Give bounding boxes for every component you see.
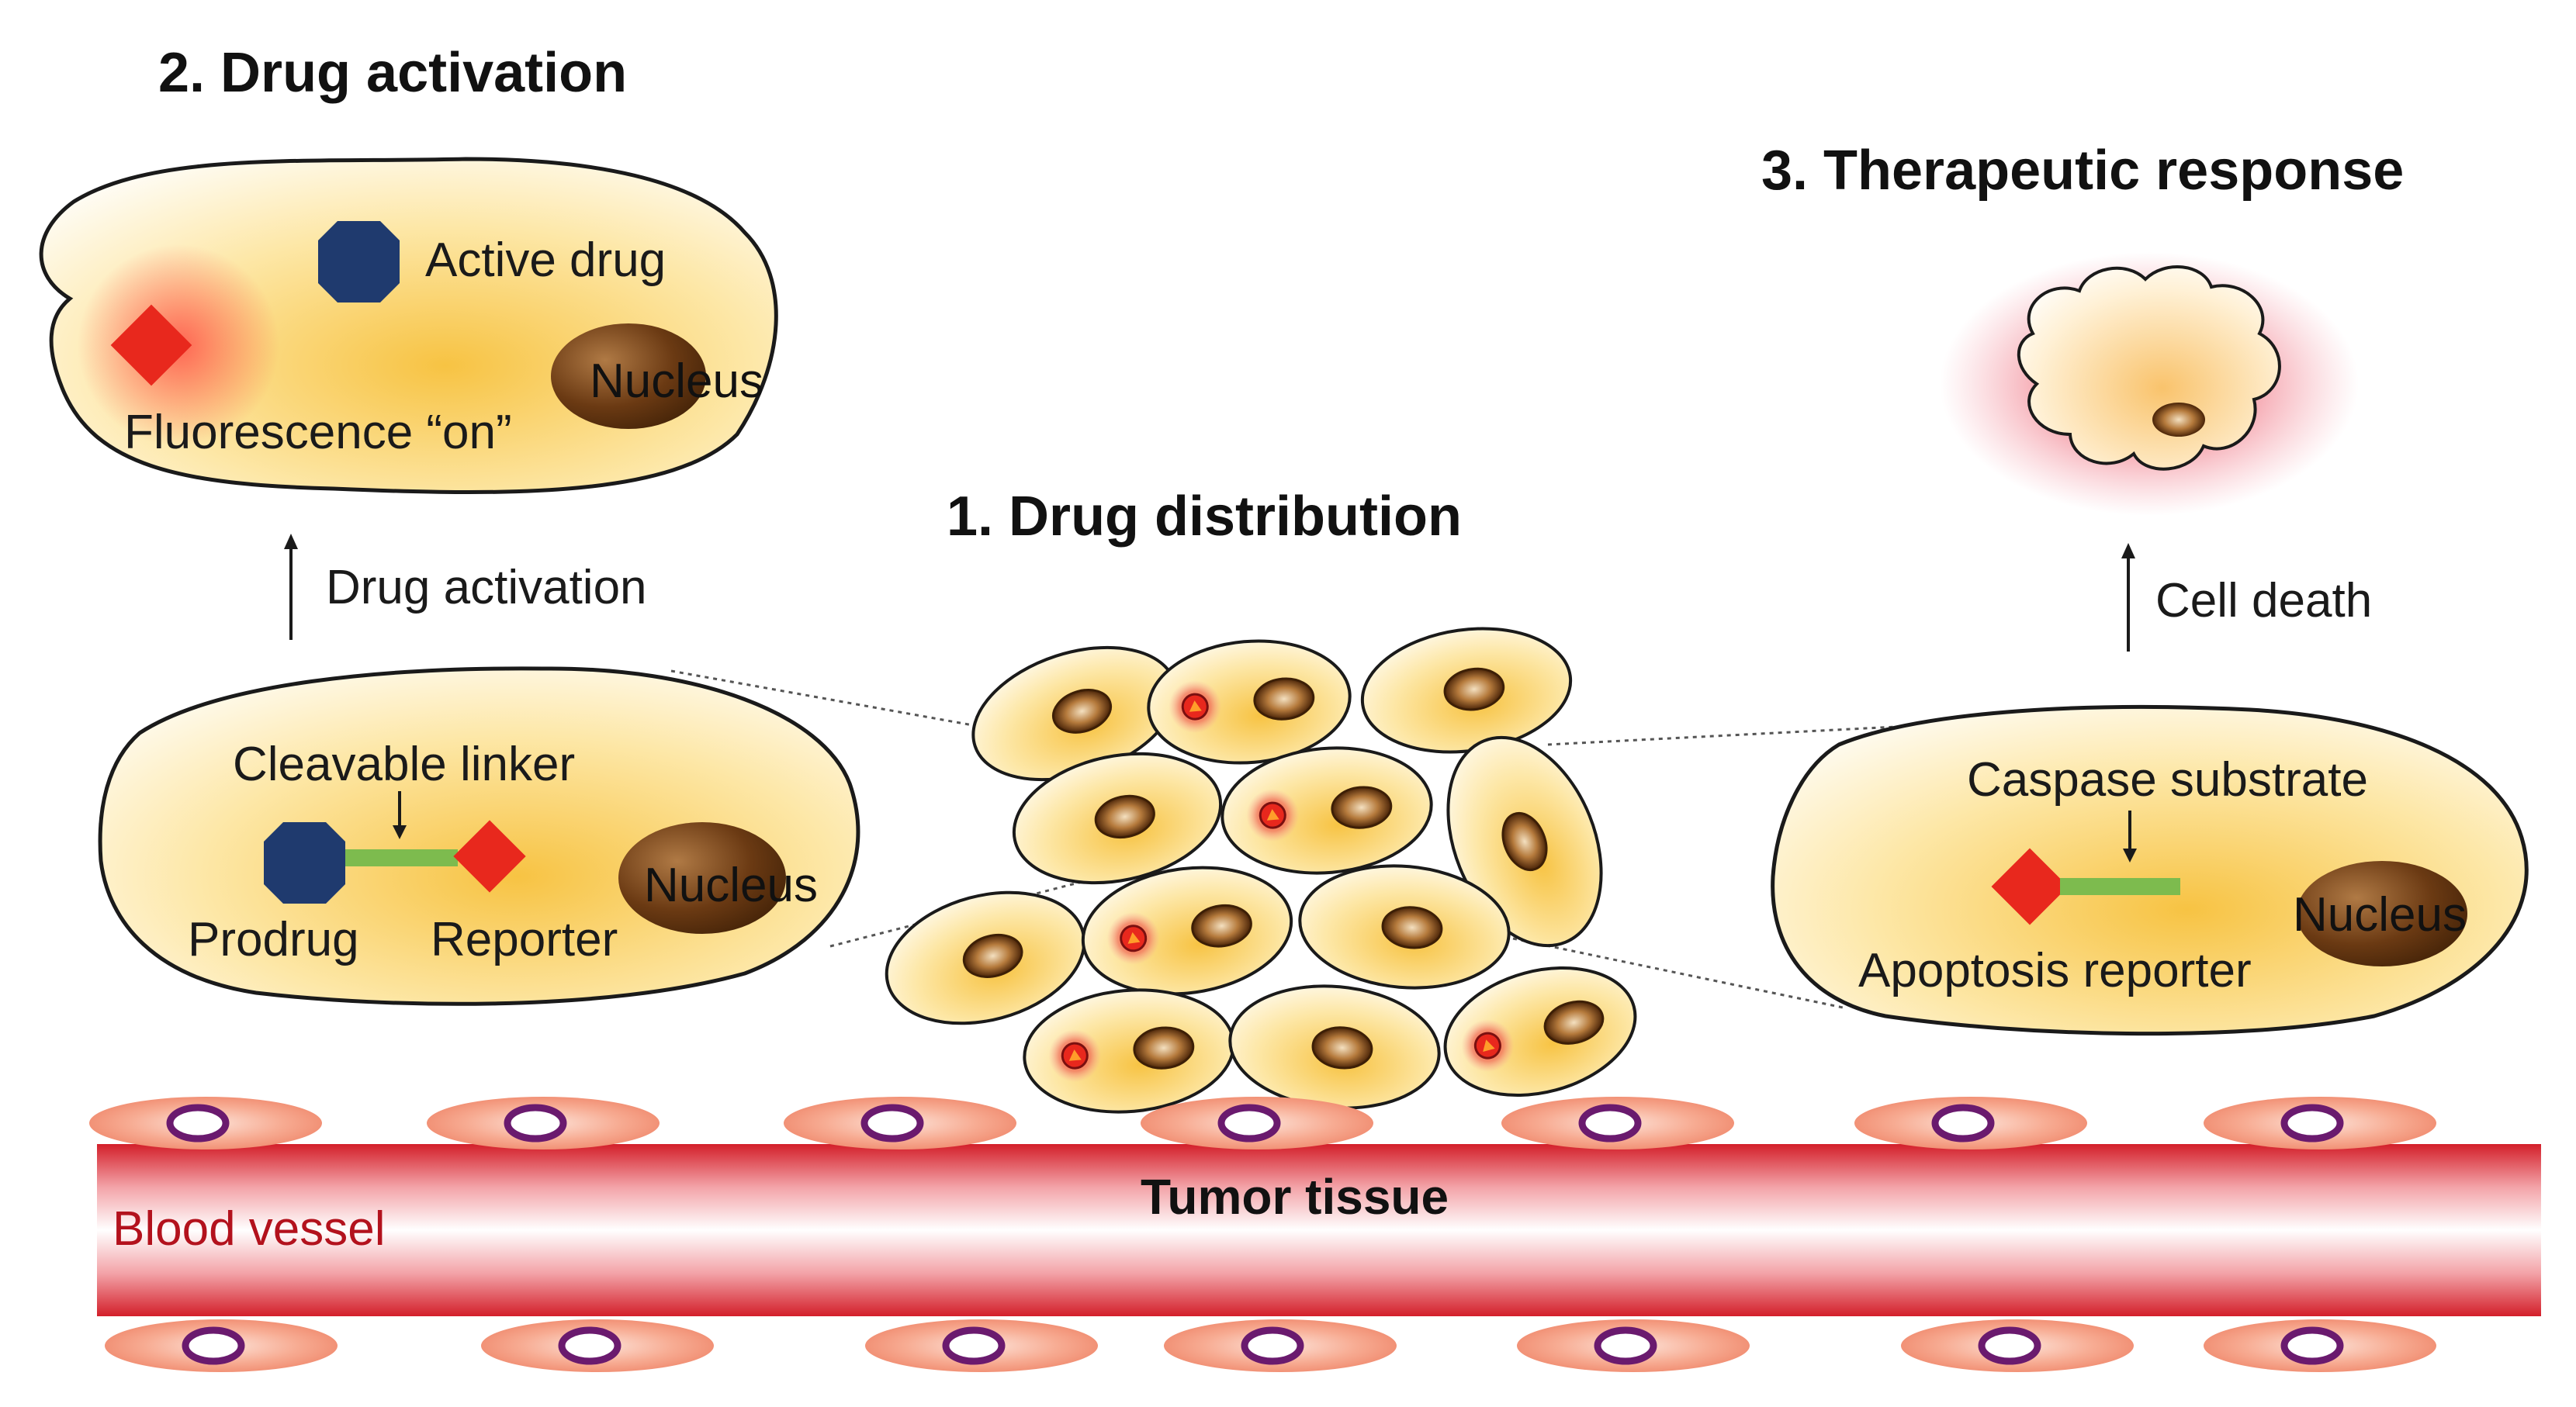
reporter-label: Reporter xyxy=(431,913,618,966)
tumor-cell-membrane xyxy=(1220,746,1433,875)
active-drug-label: Active drug xyxy=(425,233,666,287)
endothelial-nucleus-icon xyxy=(504,1104,567,1143)
nucleus-icon xyxy=(1051,689,1113,734)
tumor-cell xyxy=(1147,639,1352,765)
drug-core-icon xyxy=(1068,1049,1082,1061)
caspase-substrate-label: Caspase substrate xyxy=(1967,753,2368,807)
nucleus-icon xyxy=(1094,794,1155,839)
dead-cell xyxy=(1940,252,2359,516)
endothelial-cell xyxy=(1501,1097,1734,1149)
drug-core-icon xyxy=(1483,1039,1495,1052)
endothelial-cell xyxy=(1164,1319,1397,1372)
endothelial-cell xyxy=(89,1097,322,1149)
endothelial-nucleus-icon xyxy=(166,1104,230,1143)
endothelial-nucleus-icon xyxy=(1978,1326,2041,1365)
nucleus-icon xyxy=(1501,811,1548,872)
heading-drug-distribution: 1. Drug distribution xyxy=(947,486,1462,548)
apoptosis-reporter-label: Apoptosis reporter xyxy=(1858,944,2252,997)
nucleus-icon xyxy=(1443,667,1505,711)
endothelial-nucleus-icon xyxy=(860,1104,924,1143)
endothelial-cells xyxy=(89,1097,2436,1372)
endothelial-nucleus-icon xyxy=(1217,1104,1281,1143)
blood-vessel: Tumor tissue Blood vessel xyxy=(97,1144,2541,1316)
arrowhead-down-icon xyxy=(393,825,407,839)
nucleus-icon xyxy=(1191,904,1252,948)
endothelial-cell xyxy=(1901,1319,2134,1372)
dead-cell-blebbed-membrane xyxy=(2017,265,2281,471)
endothelial-cell xyxy=(2204,1319,2436,1372)
tumor-tissue-label: Tumor tissue xyxy=(1141,1169,1449,1225)
endothelial-nucleus-icon xyxy=(558,1326,621,1365)
endothelial-nucleus-icon xyxy=(1594,1326,1657,1365)
nucleus-icon xyxy=(1381,906,1443,949)
heading-drug-activation: 2. Drug activation xyxy=(158,42,627,104)
endothelial-cell xyxy=(105,1319,338,1372)
tumor-cell-cluster xyxy=(885,627,1637,1114)
active-drug-icon xyxy=(318,221,400,302)
tumor-cell xyxy=(971,645,1178,782)
heading-therapeutic-response: 3. Therapeutic response xyxy=(1761,140,2404,202)
drug-core-icon xyxy=(1189,700,1202,712)
endothelial-nucleus-icon xyxy=(2280,1326,2344,1365)
nucleus-icon xyxy=(1543,1000,1605,1045)
endothelial-cell xyxy=(865,1319,1098,1372)
nucleus-icon xyxy=(551,323,706,429)
endothelial-cell xyxy=(427,1097,660,1149)
prodrug-cell: Cleavable linker Nucleus Prodrug Reporte… xyxy=(98,666,860,1006)
drug-core-icon xyxy=(1127,932,1141,944)
blood-vessel-label: Blood vessel xyxy=(113,1202,386,1256)
endothelial-cell xyxy=(1517,1319,1750,1372)
apoptosis-reporter-icon xyxy=(1991,848,2069,925)
nucleus-label: Nucleus xyxy=(590,354,763,408)
prodrug-label: Prodrug xyxy=(188,913,359,966)
drug-core-icon xyxy=(1266,809,1279,821)
arrowhead-up-icon xyxy=(2121,543,2135,558)
endothelial-cell xyxy=(1854,1097,2087,1149)
caspase-substrate-bar xyxy=(2060,878,2180,895)
endothelial-nucleus-icon xyxy=(1241,1326,1304,1365)
endothelial-cell xyxy=(2204,1097,2436,1149)
endothelial-nucleus-icon xyxy=(182,1326,245,1365)
cleavable-linker-label: Cleavable linker xyxy=(233,738,575,791)
tumor-cell xyxy=(1220,746,1433,875)
endothelial-cell xyxy=(1141,1097,1373,1149)
nucleus-icon xyxy=(1331,786,1393,829)
nucleus-icon xyxy=(2297,861,2467,966)
tumor-cell xyxy=(1012,752,1223,885)
endothelial-nucleus-icon xyxy=(942,1326,1006,1365)
nucleus-icon xyxy=(1311,1026,1373,1070)
prodrug-icon xyxy=(264,822,345,904)
nucleus-icon xyxy=(1253,677,1315,721)
nucleus-icon xyxy=(962,933,1023,978)
cell-death-arrow: Cell death xyxy=(2121,543,2372,652)
apoptosis-cell: Caspase substrate Nucleus Apoptosis repo… xyxy=(1771,704,2529,1036)
endothelial-cell xyxy=(481,1319,714,1372)
endothelial-cell xyxy=(784,1097,1016,1149)
tumor-cell xyxy=(1298,864,1511,990)
tumor-cell xyxy=(1360,627,1573,754)
blood-vessel-tube xyxy=(97,1144,2541,1316)
arrowhead-up-icon xyxy=(284,534,298,549)
cell-death-label: Cell death xyxy=(2155,574,2372,627)
endothelial-nucleus-icon xyxy=(1931,1104,1995,1143)
nucleus-icon xyxy=(1133,1026,1195,1070)
nucleus-icon xyxy=(618,822,786,934)
activated-cell: Active drug Nucleus Fluorescence “on” xyxy=(39,157,778,495)
tumor-cell xyxy=(1228,984,1441,1110)
reporter-diamond-icon xyxy=(110,304,192,386)
tumor-cell xyxy=(1081,866,1293,996)
endothelial-nucleus-icon xyxy=(2280,1104,2344,1143)
nucleus-label: Nucleus xyxy=(644,859,818,912)
reporter-icon xyxy=(453,820,526,893)
endothelial-nucleus-icon xyxy=(1578,1104,1642,1143)
tumor-cell xyxy=(1443,966,1637,1097)
drug-activation-arrow: Drug activation xyxy=(284,534,647,640)
nucleus-label: Nucleus xyxy=(2293,888,2467,942)
fluorescence-label: Fluorescence “on” xyxy=(124,406,512,459)
arrowhead-down-icon xyxy=(2123,849,2137,863)
nucleus-fragment-icon xyxy=(2152,403,2205,437)
drug-activation-arrow-label: Drug activation xyxy=(326,561,647,614)
linker-bar xyxy=(345,849,458,866)
